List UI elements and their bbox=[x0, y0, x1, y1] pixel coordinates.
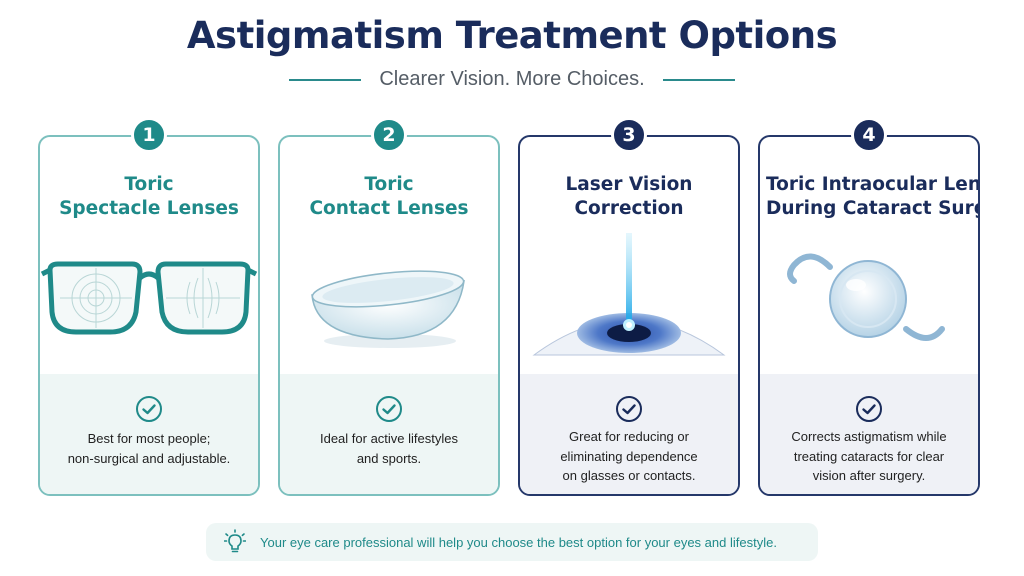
option-description-line: Best for most people; bbox=[87, 431, 211, 446]
option-title: Laser Vision Correction bbox=[526, 173, 732, 221]
option-description-line: Great for reducing or bbox=[569, 429, 689, 444]
card-description-panel bbox=[40, 374, 258, 494]
page-subtitle: Clearer Vision. More Choices. bbox=[379, 68, 645, 90]
option-number-badge-3: 3 bbox=[611, 117, 647, 153]
option-description-line: on glasses or contacts. bbox=[562, 468, 696, 483]
option-title: Toric Spectacle Lenses bbox=[46, 173, 252, 221]
page-title: Astigmatism Treatment Options bbox=[186, 14, 838, 57]
option-title-line: Toric bbox=[124, 174, 174, 195]
footer-tip: Your eye care professional will help you… bbox=[206, 523, 818, 561]
option-description-line: non-surgical and adjustable. bbox=[67, 450, 231, 466]
option-card-spectacles: Toric Spectacle Lenses bbox=[38, 135, 260, 496]
option-title-line: Toric Intraocular Lens bbox=[766, 174, 980, 195]
option-description-line: eliminating dependence bbox=[560, 448, 698, 464]
checkmark-icon bbox=[136, 396, 162, 422]
option-title-line: Contact Lenses bbox=[309, 198, 469, 219]
checkmark-icon bbox=[616, 396, 642, 422]
option-description-line: Corrects astigmatism while bbox=[791, 429, 947, 444]
option-title-line: Correction bbox=[574, 198, 684, 219]
option-card-intraocular-lens: Toric Intraocular Lens During Cataract S… bbox=[758, 135, 980, 496]
option-number-badge-4: 4 bbox=[851, 117, 887, 153]
option-description: Great for reducing or eliminating depend… bbox=[528, 427, 730, 486]
eyeglasses-icon bbox=[40, 261, 258, 335]
option-title-line: Toric bbox=[364, 174, 414, 195]
subtitle-divider-left bbox=[289, 78, 362, 81]
option-description-line: treating cataracts for clear bbox=[793, 448, 945, 464]
checkmark-icon bbox=[856, 396, 882, 422]
option-card-laser-vision: Laser Vision Correction bbox=[518, 135, 740, 496]
lightbulb-icon bbox=[224, 529, 246, 553]
option-card-contact-lenses: Toric Contact Lenses Ideal for active li… bbox=[278, 135, 500, 496]
card-description-panel bbox=[520, 374, 738, 494]
option-title-line: Spectacle Lenses bbox=[59, 198, 239, 219]
contact-lens-icon bbox=[311, 270, 465, 348]
subtitle-row: Clearer Vision. More Choices. bbox=[0, 68, 1024, 91]
footer-tip-text: Your eye care professional will help you… bbox=[260, 534, 777, 550]
subtitle-divider-right bbox=[662, 78, 735, 81]
option-number-badge-2: 2 bbox=[371, 117, 407, 153]
option-description-line: Ideal for active lifestyles bbox=[319, 431, 458, 446]
option-title: Toric Intraocular Lens During Cataract S… bbox=[766, 173, 980, 221]
laser-eye-icon bbox=[532, 233, 726, 356]
checkmark-icon bbox=[376, 396, 402, 422]
option-description: Corrects astigmatism while treating cata… bbox=[768, 427, 970, 486]
option-description-line: and sports. bbox=[356, 450, 422, 466]
card-description-panel bbox=[280, 374, 498, 494]
option-title-line: During Cataract Surgery bbox=[766, 198, 978, 219]
option-description: Ideal for active lifestyles and sports. bbox=[288, 429, 490, 468]
option-description: Best for most people; non-surgical and a… bbox=[48, 429, 250, 468]
card-description-panel bbox=[760, 374, 978, 494]
option-title: Toric Contact Lenses bbox=[286, 173, 492, 221]
option-number-badge-1: 1 bbox=[131, 117, 167, 153]
option-description-line: vision after surgery. bbox=[812, 468, 926, 483]
intraocular-lens-icon bbox=[787, 253, 945, 341]
option-title-line: Laser Vision bbox=[565, 174, 693, 195]
